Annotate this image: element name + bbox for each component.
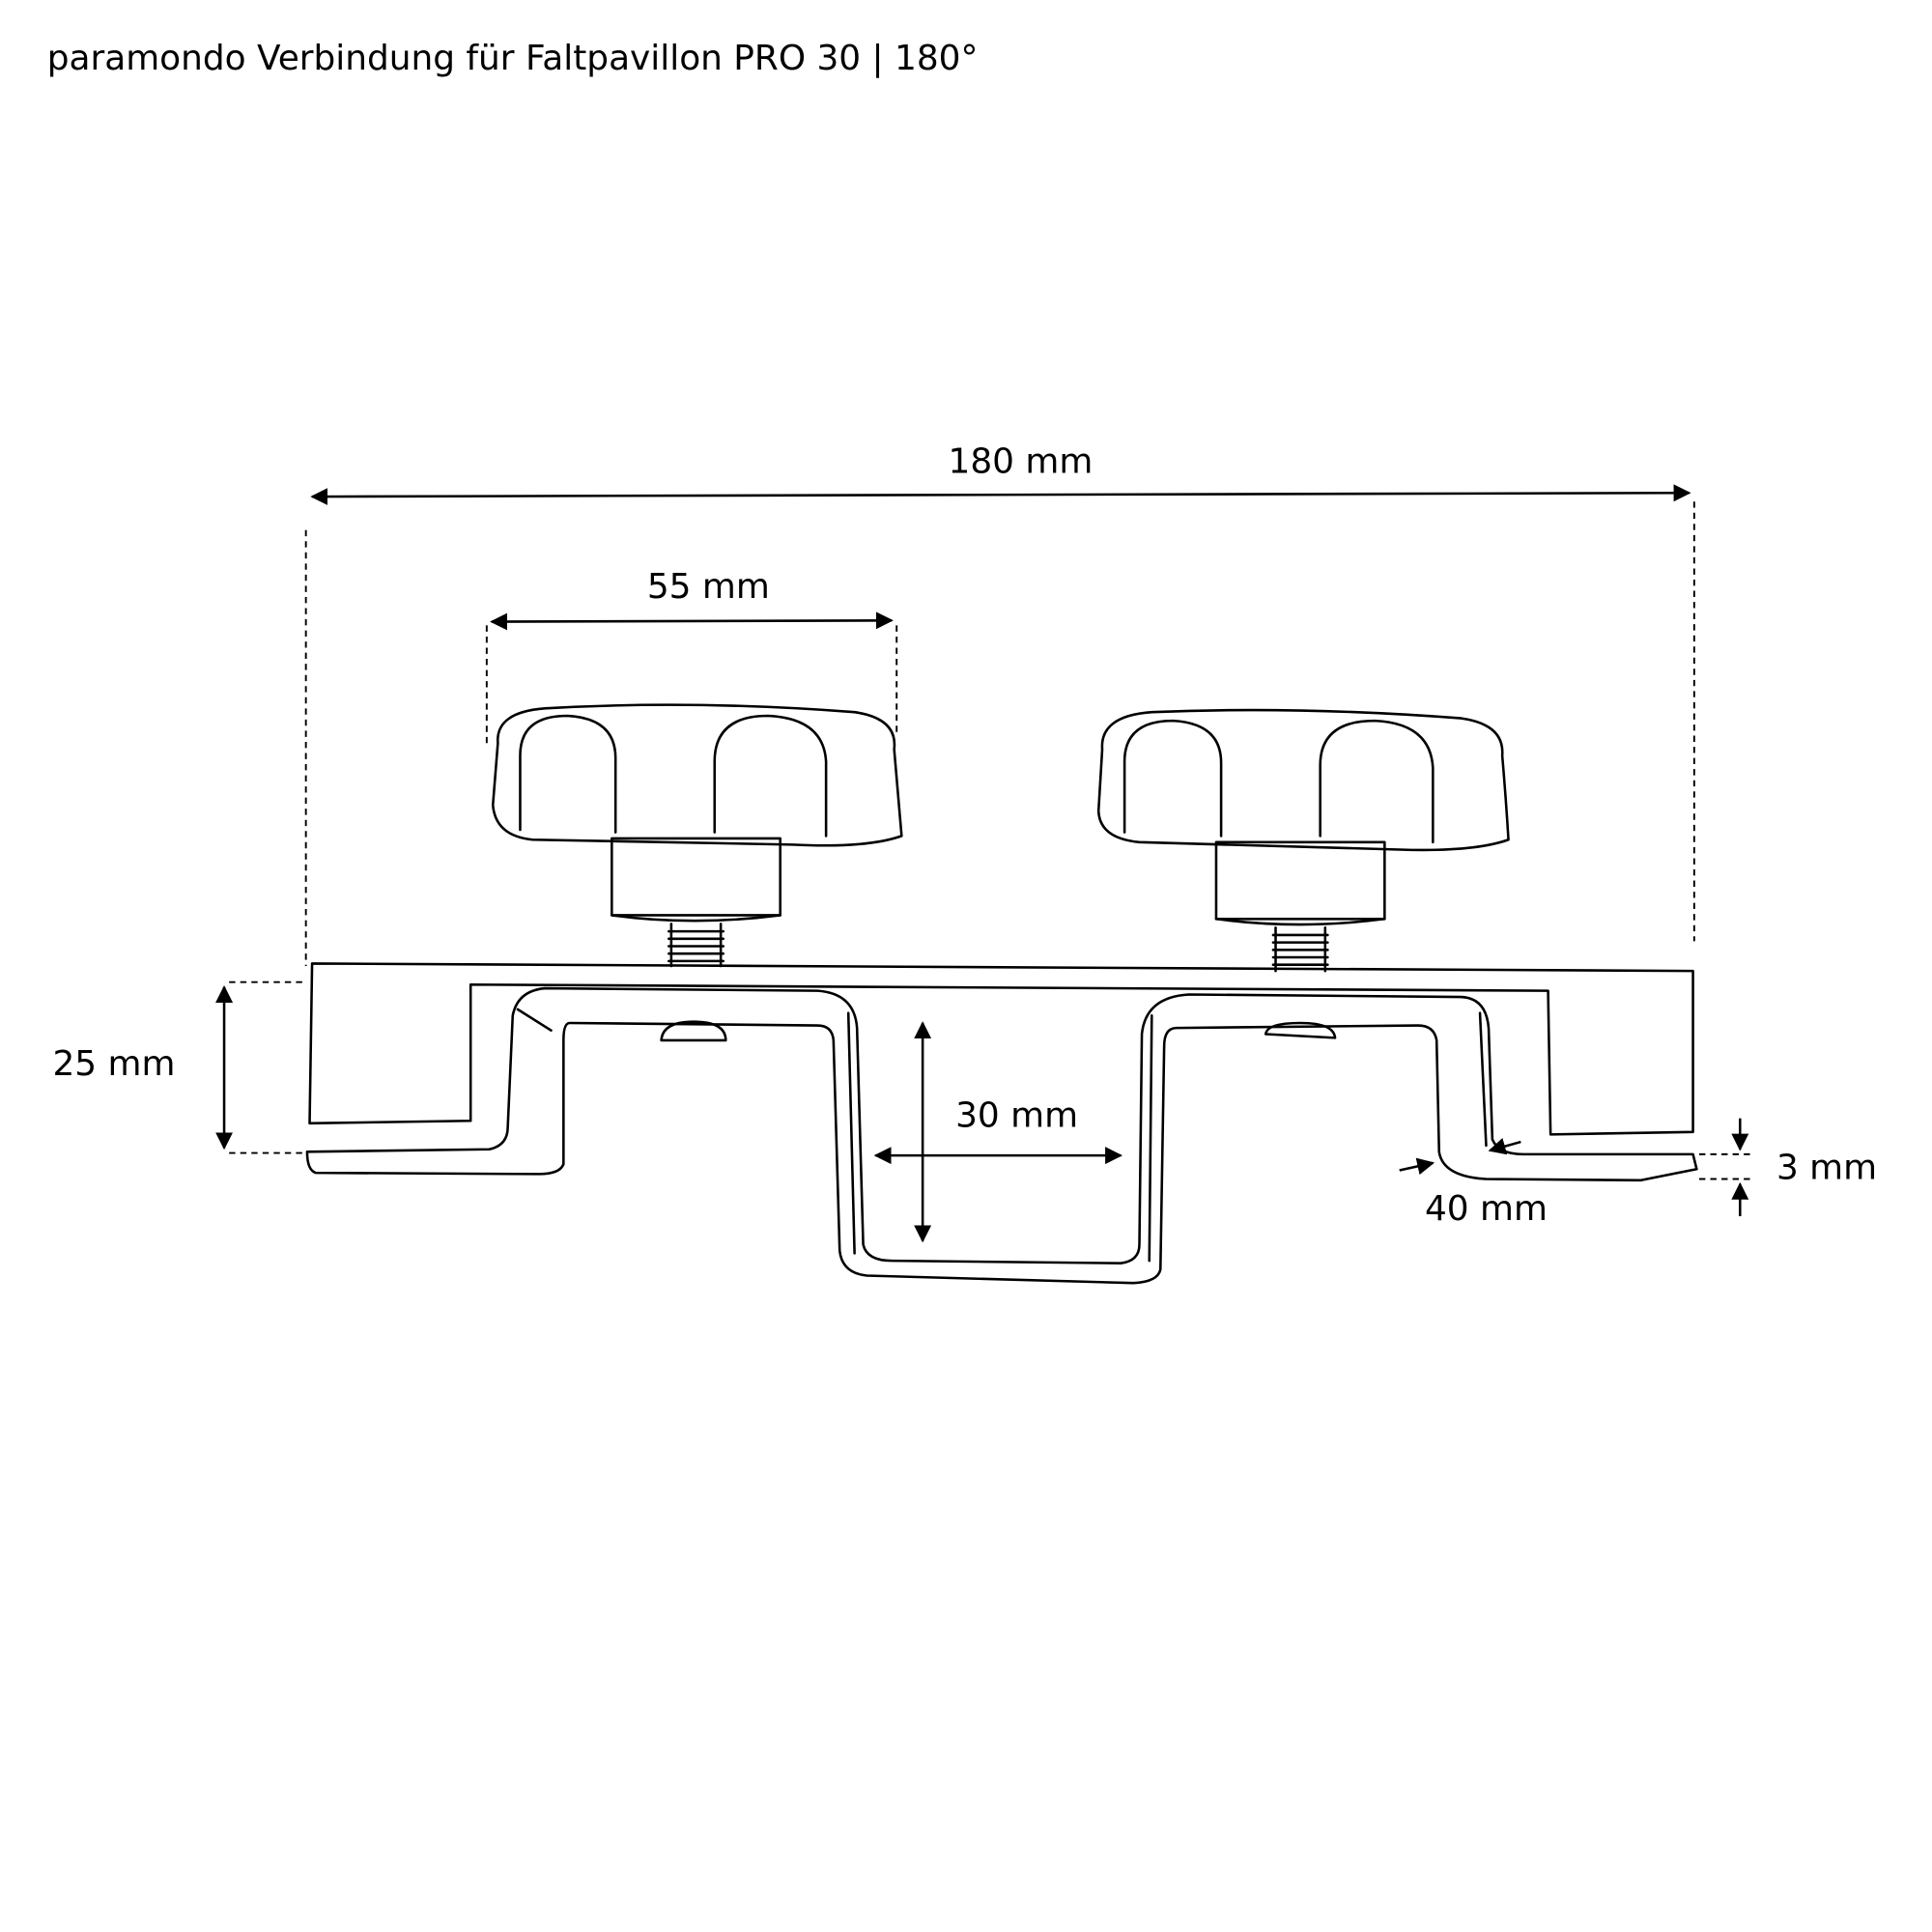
bracket-body [305, 962, 1698, 1285]
dimension-channel: 30 mm [873, 1021, 1123, 1243]
dimension-height: 25 mm [52, 980, 307, 1154]
dimension-thickness: 3 mm [1698, 1118, 1877, 1216]
label-180mm: 180 mm [949, 442, 1094, 482]
page-title: paramondo Verbindung für Faltpavillon PR… [47, 39, 979, 78]
label-55mm: 55 mm [647, 567, 770, 607]
dimension-flange: 40 mm [1399, 1138, 1548, 1229]
label-30mm: 30 mm [955, 1096, 1078, 1136]
dimension-total-length: 180 mm [304, 442, 1695, 967]
star-knob-left [491, 703, 903, 968]
label-3mm: 3 mm [1776, 1149, 1877, 1188]
label-25mm: 25 mm [52, 1044, 175, 1084]
label-40mm: 40 mm [1425, 1189, 1548, 1229]
star-knob-right [1096, 708, 1510, 973]
dimension-knob-width: 55 mm [485, 567, 898, 744]
